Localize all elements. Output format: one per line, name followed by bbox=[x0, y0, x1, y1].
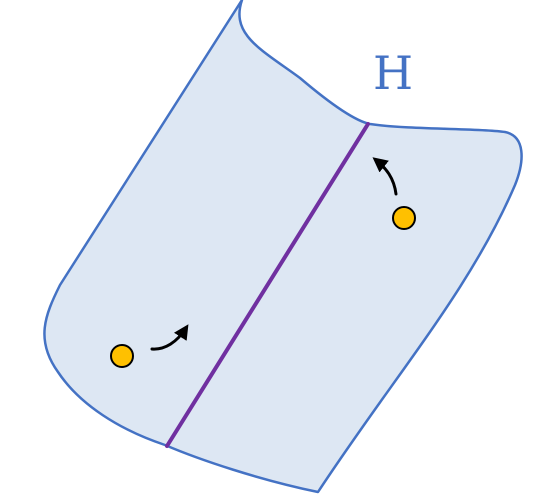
surface-label: H bbox=[373, 46, 413, 100]
lower-arrow bbox=[150, 324, 189, 351]
divider-line bbox=[165, 122, 370, 448]
upper-arrow bbox=[372, 157, 398, 196]
upper-particle bbox=[392, 206, 416, 230]
lower-particle bbox=[110, 344, 134, 368]
curved-surface bbox=[43, 0, 523, 494]
